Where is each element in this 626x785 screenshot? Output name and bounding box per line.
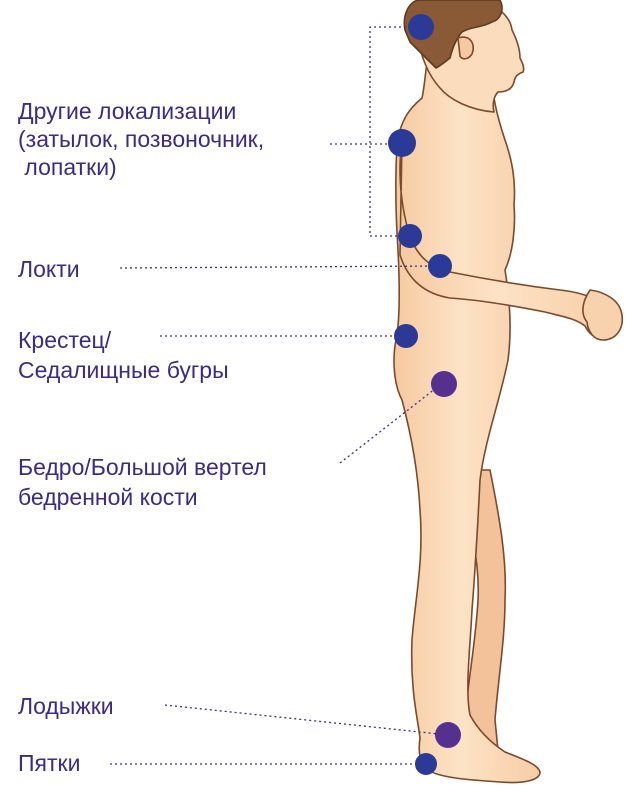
label-elbows: Локти (18, 255, 80, 283)
label-sacrum-line1: Крестец/ (18, 325, 229, 355)
label-sacrum: Крестец/ Седалищные бугры (18, 325, 229, 385)
label-hip-line1: Бедро/Большой вертел (18, 452, 267, 482)
marker-elbow (428, 254, 452, 278)
label-heels: Пятки (18, 749, 80, 777)
torso (394, 45, 540, 783)
label-hip: Бедро/Большой вертел бедренной кости (18, 452, 267, 512)
leader-ankles (165, 705, 448, 735)
marker-hip (431, 371, 457, 397)
label-sacrum-line2: Седалищные бугры (18, 355, 229, 385)
label-hip-line2: бедренной кости (18, 482, 267, 512)
label-other-sites: Другие локализации (затылок, позвоночник… (18, 97, 264, 181)
leader-elbows (120, 266, 440, 268)
marker-heel (415, 753, 437, 775)
marker-shoulder-blade (388, 129, 416, 157)
human-figure (394, 0, 622, 783)
marker-spine (398, 224, 422, 248)
marker-ankle (435, 722, 461, 748)
label-other-sites-line1: Другие локализации (18, 97, 264, 125)
label-other-sites-line3: лопатки) (18, 153, 264, 181)
marker-sacrum (394, 324, 418, 348)
label-other-sites-line2: (затылок, позвоночник, (18, 125, 264, 153)
label-ankles: Лодыжки (18, 692, 114, 720)
ear (458, 37, 473, 59)
marker-occiput (408, 14, 434, 40)
